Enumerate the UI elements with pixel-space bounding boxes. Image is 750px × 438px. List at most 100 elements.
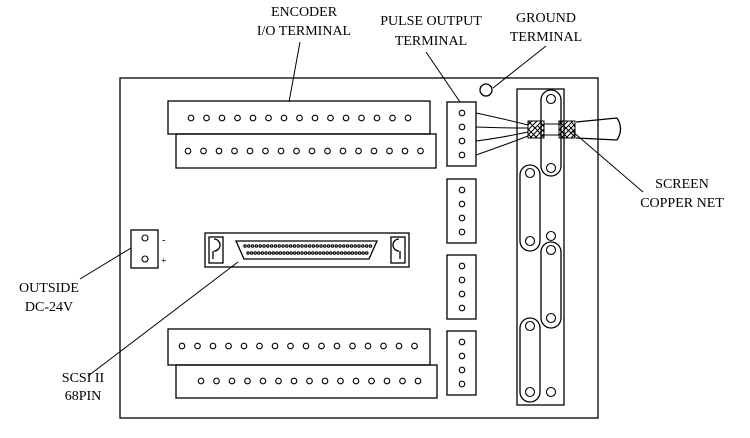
encoder-lower-hole [277,147,285,155]
scsi-pin [357,244,361,248]
bottom-lower-hole [259,377,267,385]
bottom-lower-hole [383,377,391,385]
scsi-pin [304,244,308,248]
bottom-lower-hole [213,377,220,385]
scsi-pin [318,251,322,255]
scsi-pin [315,244,319,248]
scsi-pin [361,251,365,255]
terminal-block-3-hole [458,276,466,284]
scsi-pin [277,244,281,248]
scsi-pin [264,251,268,255]
bottom-lower-hole [337,377,344,385]
scsi-pin [249,251,254,255]
encoder-lower-hole [339,147,347,155]
scsi-pin [282,251,286,255]
encoder-upper-hole [218,114,226,122]
ground-strip-hole [524,167,536,179]
bottom-lower-hole [306,377,313,385]
encoder-terminal-row-lower [175,133,437,169]
scsi-pin [347,251,351,255]
encoder-lower-hole [355,147,362,155]
ground-strip-hole [545,162,557,174]
terminal-holes [141,93,557,398]
scsi-pin [258,244,262,248]
encoder-lower-hole [262,147,269,155]
scsi-pin [321,251,326,255]
scsi-pin [273,244,278,248]
ground-terminal-hole [479,83,493,97]
scsi-pin [357,251,362,255]
encoder-upper-hole [296,114,303,122]
encoder-upper-hole [404,114,412,122]
scsi-pin [342,244,346,248]
pulse-output-terminal-block [446,101,477,167]
ground-strip-hole [545,93,557,105]
encoder-upper-hole [389,114,396,122]
scsi-pin [275,251,279,255]
encoder-lower-hole [246,147,254,155]
scsi-pin [285,251,290,255]
encoder-lower-hole [184,147,192,155]
scsi-pin [334,244,338,248]
bottom-terminal-row-upper [167,328,431,366]
pulse-output-label-line2: TERMINAL [395,34,467,49]
ground-strip-hole [545,386,557,398]
scsi-pin [349,244,354,248]
scsi-pin [247,244,251,248]
bottom-lower-hole [368,377,375,385]
dc-minus-sign: - [162,235,165,246]
scsi-pin [266,244,270,248]
ground-strip-hole [545,230,557,242]
bottom-upper-hole [209,342,217,350]
encoder-upper-hole [187,114,195,122]
bottom-upper-hole [349,342,356,350]
scsi-pin [246,251,250,255]
dc-plus-sign: + [161,256,167,267]
scsi-connector [204,232,410,268]
bottom-upper-hole [333,342,341,350]
encoder-lower-hole [401,147,409,155]
bottom-lower-hole [197,377,205,385]
terminal-block-4-hole [458,380,466,388]
scsi-pin [361,244,365,248]
scsi-pin [243,244,247,248]
scsi-pin [278,251,283,255]
scsi-pin [338,244,342,248]
encoder-upper-hole [280,114,288,122]
terminal-block-3-hole [458,290,466,298]
leader-lines [79,41,644,377]
bottom-upper-hole [287,342,294,350]
scsi-pin [262,244,266,248]
encoder-lower-hole [417,147,424,155]
scsi-pin [296,244,300,248]
scsi-pin [350,251,355,255]
ground-clamp-4 [519,317,541,403]
terminal-block-1-hole [458,151,466,159]
scsi-pin [307,251,311,255]
encoder-upper-hole [373,114,381,122]
scsi-pin [281,244,285,248]
terminal-block-4-hole [458,366,466,374]
ground-label-line2: TERMINAL [510,30,582,45]
terminal-block-1-hole [458,109,466,117]
ground-strip-hole [545,244,557,256]
scsi-pin [325,251,329,255]
dc-terminal-hole [141,234,149,242]
bottom-upper-hole [395,342,403,350]
bottom-upper-hole [318,342,325,350]
terminal-block-3-hole [458,262,466,270]
dc-terminal-hole [141,255,149,263]
scsi-pin [319,244,323,248]
terminal-block-2-hole [458,228,466,236]
scsi-pin [288,244,293,248]
ground-strip-hole [545,312,557,324]
ground-strip [516,88,565,406]
bottom-upper-hole [225,342,232,350]
encoder-label-line1: ENCODER [271,5,338,20]
bottom-lower-hole [414,377,422,385]
bottom-upper-hole [380,342,387,350]
scsi-pin [353,244,357,248]
scsi-pin [300,251,304,255]
encoder-upper-hole [203,114,210,122]
copper-net-screen [527,120,576,139]
